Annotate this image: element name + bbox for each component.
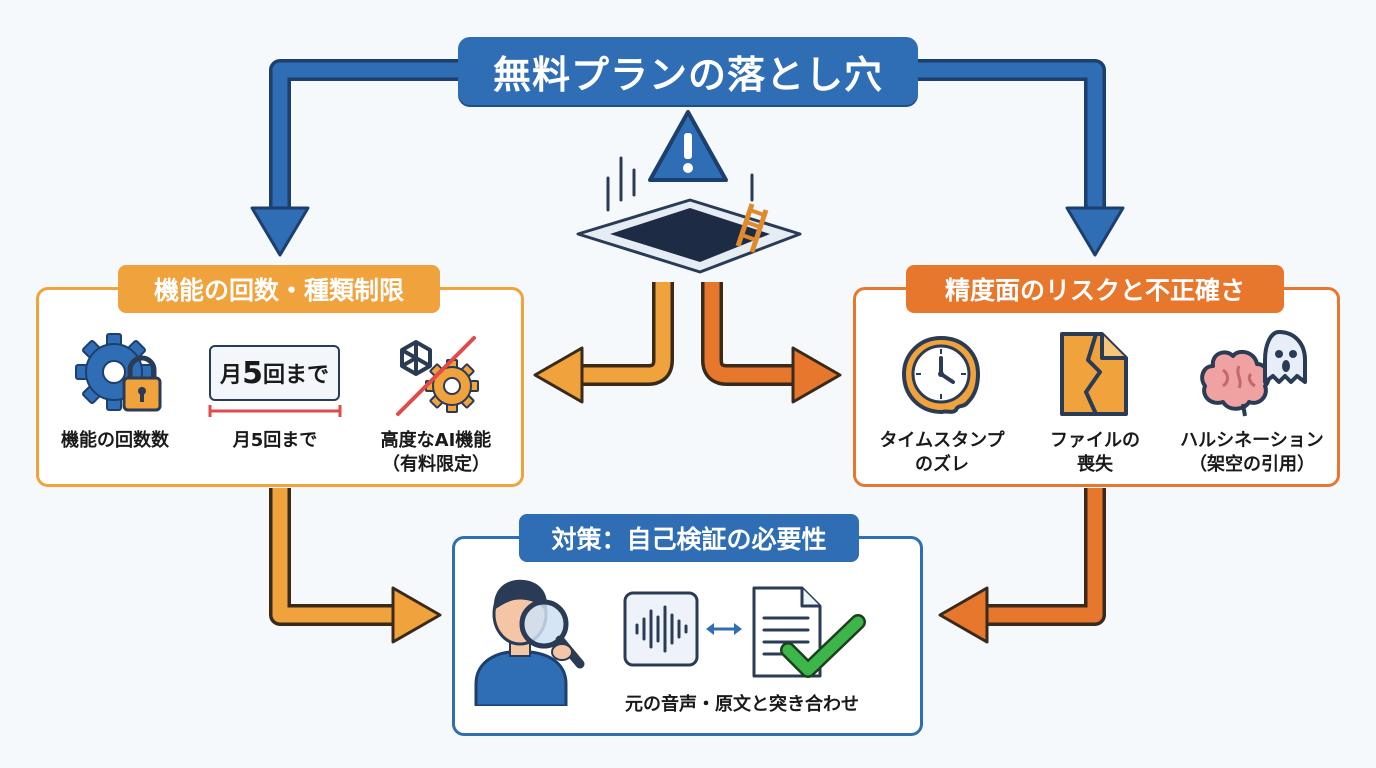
limit-card-title: 機能の回数・種類制限 [118,265,440,313]
page-title: 無料プランの落とし穴 [458,37,918,105]
timestamp-label: タイムスタンプ [879,430,1005,451]
limit-badge-suffix: 回まで [262,363,329,388]
countermeasure-caption: 元の音声・原文と突き合わせ [625,694,859,715]
arrow-right-to-bottom [938,488,1106,644]
document-check-icon [752,586,866,678]
arrow-pit-to-right [701,282,842,404]
risk-card-title: 精度面のリスクと不正確さ [906,265,1284,313]
audio-wave-icon [623,591,699,667]
arrow-title-to-right [918,59,1125,257]
melting-clock-icon [901,335,981,415]
countermeasure-card-title: 対策：自己検証の必要性 [519,514,859,562]
gear-lock-icon [75,333,162,412]
file-loss-label: ファイルの [1050,430,1140,451]
limit-bar-icon [208,405,342,417]
advanced-ai-label: 高度なAI機能 [380,430,492,451]
arrow-pit-to-left [533,282,674,404]
brain-ghost-icon [1200,330,1307,417]
hallucination-label: ハルシネーション [1180,430,1324,451]
broken-file-icon [1060,332,1128,416]
person-magnifier-icon [474,579,585,706]
advanced-ai-sublabel: （有料限定） [382,454,490,475]
hallucination-sublabel: （架空の引用） [1189,454,1315,475]
arrow-left-to-bottom [269,488,442,644]
limit-badge-number: 5 [242,355,263,391]
limit-badge-prefix: 月 [220,363,243,388]
pit-warning-icon [576,110,802,274]
arrow-title-to-left [250,59,458,257]
file-loss-sublabel: 喪失 [1077,454,1113,475]
limit-monthly-label: 月5回まで [232,430,318,451]
limit-count-label: 機能の回数数 [61,430,169,451]
ai-disabled-icon [396,336,479,416]
compare-arrow-icon [706,623,742,635]
timestamp-sublabel: のズレ [915,454,969,475]
